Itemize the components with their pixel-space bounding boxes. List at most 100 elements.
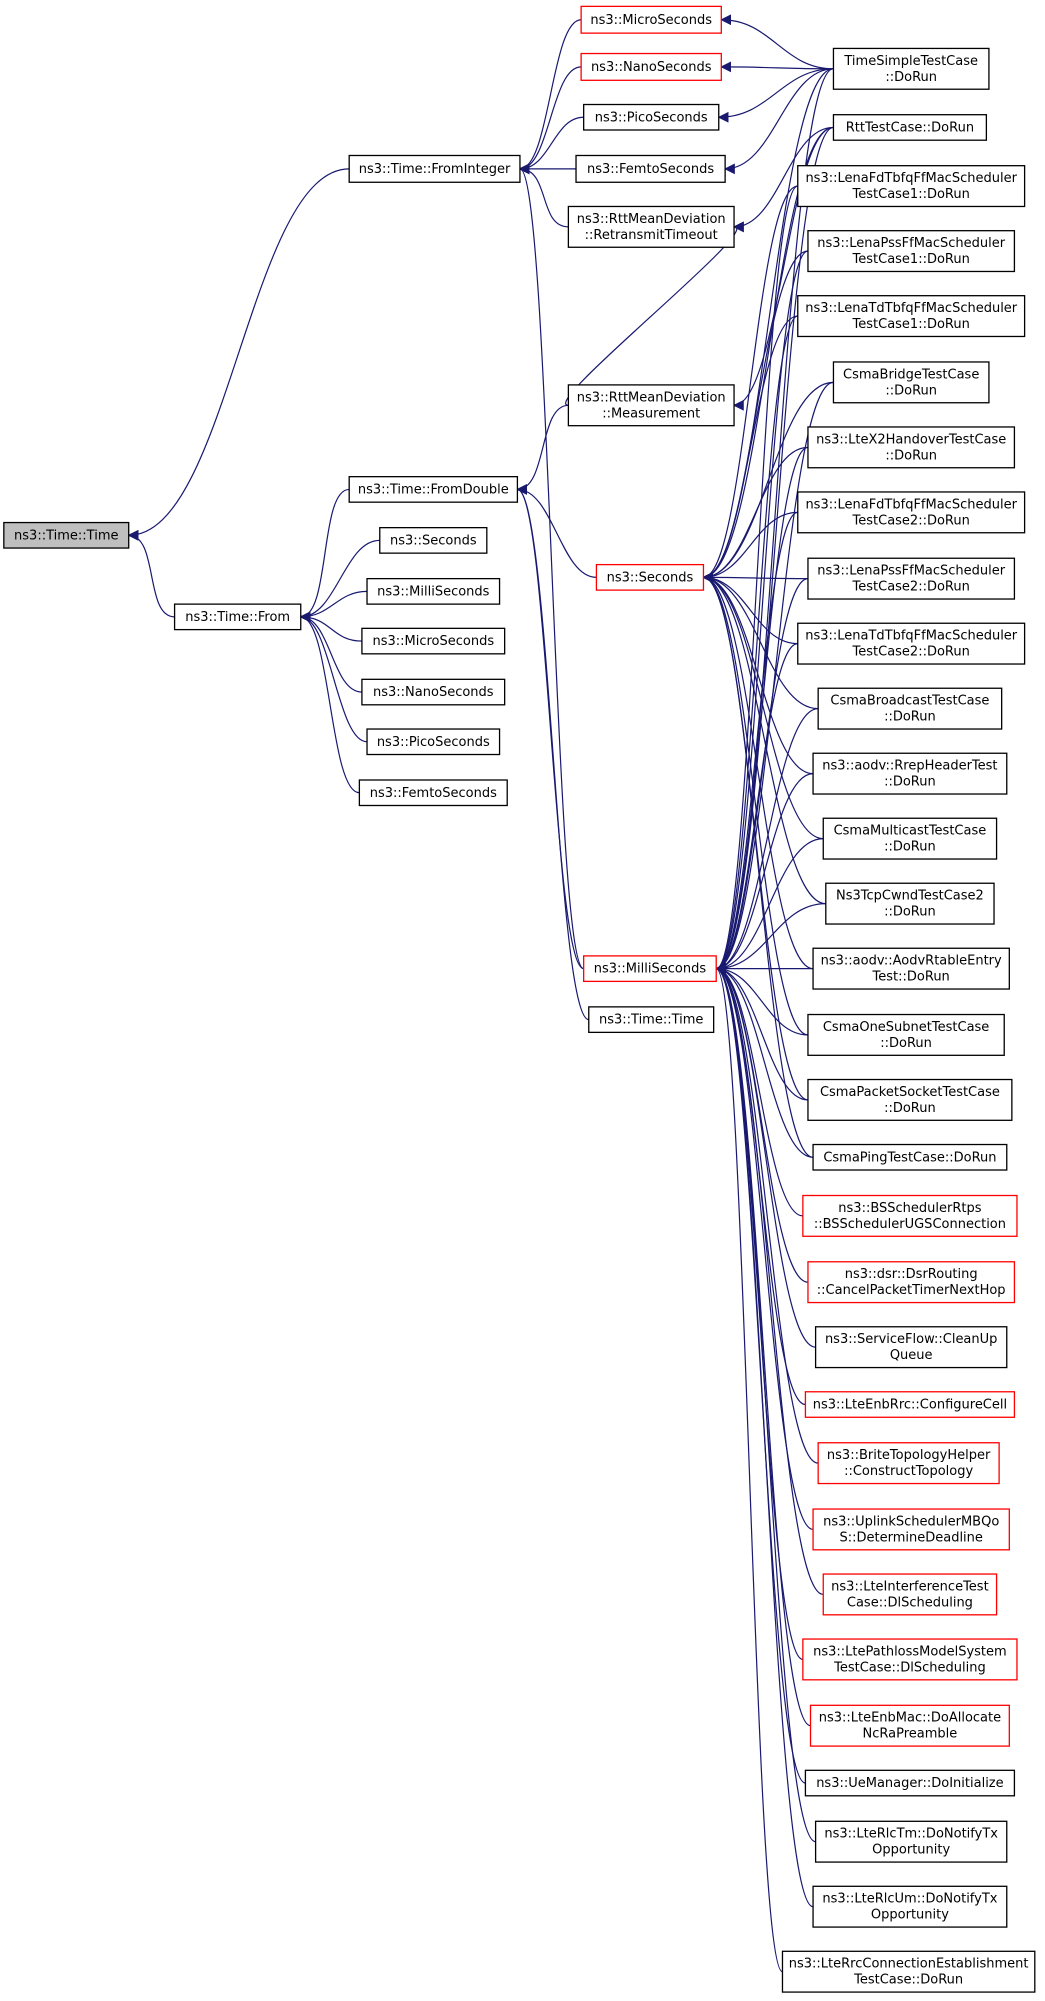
node-c3[interactable]: ns3::LenaFdTbfqFfMacSchedulerTestCase1::…	[797, 165, 1026, 208]
node-box[interactable]	[812, 947, 1010, 990]
node-c10[interactable]: ns3::LenaTdTbfqFfMacSchedulerTestCase2::…	[797, 622, 1026, 665]
node-c19[interactable]: ns3::BSSchedulerRtps::BSSchedulerUGSConn…	[802, 1194, 1018, 1237]
node-box[interactable]	[575, 154, 726, 183]
node-c23[interactable]: ns3::BriteTopologyHelper::ConstructTopol…	[817, 1442, 1000, 1485]
node-c9[interactable]: ns3::LenaPssFfMacSchedulerTestCase2::DoR…	[807, 557, 1016, 600]
node-milliseconds_r[interactable]: ns3::MilliSeconds	[583, 955, 717, 983]
node-box[interactable]	[797, 165, 1026, 208]
node-box[interactable]	[361, 627, 506, 655]
node-box[interactable]	[588, 1006, 715, 1034]
node-box[interactable]	[817, 1442, 1000, 1485]
node-box[interactable]	[817, 687, 1003, 730]
node-rtt_retransmit[interactable]: ns3::RttMeanDeviation::RetransmitTimeout	[567, 205, 735, 248]
node-box[interactable]	[807, 426, 1016, 469]
node-seconds_a[interactable]: ns3::Seconds	[379, 527, 488, 554]
node-c20[interactable]: ns3::dsr::DsrRouting::CancelPacketTimerN…	[807, 1261, 1016, 1304]
node-box[interactable]	[567, 384, 735, 427]
node-box[interactable]	[797, 295, 1026, 338]
node-box[interactable]	[583, 955, 717, 983]
node-microseconds_r[interactable]: ns3::MicroSeconds	[580, 5, 722, 34]
node-box[interactable]	[580, 5, 722, 34]
node-box[interactable]	[832, 114, 988, 141]
node-box[interactable]	[812, 1885, 1008, 1928]
node-box[interactable]	[3, 521, 130, 549]
node-c25[interactable]: ns3::LteInterferenceTestCase::DlScheduli…	[822, 1573, 998, 1616]
node-from[interactable]: ns3::Time::From	[173, 603, 302, 631]
node-box[interactable]	[804, 1391, 1016, 1418]
node-box[interactable]	[802, 1194, 1018, 1237]
node-c5[interactable]: ns3::LenaTdTbfqFfMacSchedulerTestCase1::…	[797, 295, 1026, 338]
node-box[interactable]	[804, 1769, 1016, 1797]
node-box[interactable]	[583, 103, 720, 131]
node-box[interactable]	[348, 476, 519, 503]
node-box[interactable]	[832, 47, 990, 90]
node-box[interactable]	[814, 1820, 1008, 1863]
node-picoseconds_b[interactable]: ns3::PicoSeconds	[583, 103, 720, 131]
node-box[interactable]	[361, 678, 506, 706]
node-c7[interactable]: ns3::LteX2HandoverTestCase::DoRun	[807, 426, 1016, 469]
node-c14[interactable]: Ns3TcpCwndTestCase2::DoRun	[825, 882, 995, 925]
node-c22[interactable]: ns3::LteEnbRrc::ConfigureCell	[804, 1391, 1016, 1418]
node-box[interactable]	[812, 1508, 1010, 1551]
node-box[interactable]	[809, 1704, 1010, 1747]
node-milliseconds_a[interactable]: ns3::MilliSeconds	[366, 577, 501, 605]
node-box[interactable]	[807, 1013, 1005, 1056]
node-c6[interactable]: CsmaBridgeTestCase::DoRun	[832, 361, 990, 404]
node-box[interactable]	[807, 557, 1016, 600]
node-nanoseconds_r[interactable]: ns3::NanoSeconds	[580, 52, 722, 81]
node-c12[interactable]: ns3::aodv::RrepHeaderTest::DoRun	[812, 752, 1008, 795]
node-box[interactable]	[567, 205, 735, 248]
node-box[interactable]	[797, 622, 1026, 665]
node-box[interactable]	[781, 1950, 1036, 1993]
node-c17[interactable]: CsmaPacketSocketTestCase::DoRun	[807, 1078, 1013, 1121]
node-femtoseconds_a[interactable]: ns3::FemtoSeconds	[358, 779, 508, 807]
node-box[interactable]	[379, 527, 488, 554]
node-box[interactable]	[822, 1573, 998, 1616]
node-box[interactable]	[812, 1143, 1008, 1171]
node-root[interactable]: ns3::Time::Time	[3, 521, 130, 549]
node-box[interactable]	[797, 491, 1026, 534]
node-microseconds_a[interactable]: ns3::MicroSeconds	[361, 627, 506, 655]
node-fromdouble[interactable]: ns3::Time::FromDouble	[348, 476, 519, 503]
node-c28[interactable]: ns3::UeManager::DoInitialize	[804, 1769, 1016, 1797]
node-nanoseconds_a[interactable]: ns3::NanoSeconds	[361, 678, 506, 706]
node-box[interactable]	[348, 154, 521, 183]
node-box[interactable]	[832, 361, 990, 404]
node-box[interactable]	[580, 52, 722, 81]
node-box[interactable]	[825, 882, 995, 925]
node-c4[interactable]: ns3::LenaPssFfMacSchedulerTestCase1::DoR…	[807, 230, 1016, 273]
node-box[interactable]	[807, 1261, 1016, 1304]
node-picoseconds_a[interactable]: ns3::PicoSeconds	[366, 728, 501, 756]
node-box[interactable]	[802, 1638, 1018, 1681]
node-box[interactable]	[807, 1078, 1013, 1121]
node-box[interactable]	[358, 779, 508, 807]
node-box[interactable]	[595, 563, 705, 591]
node-seconds_r[interactable]: ns3::Seconds	[595, 563, 705, 591]
node-c16[interactable]: CsmaOneSubnetTestCase::DoRun	[807, 1013, 1005, 1056]
node-box[interactable]	[814, 1326, 1008, 1369]
node-c31[interactable]: ns3::LteRrcConnectionEstablishmentTestCa…	[781, 1950, 1036, 1993]
node-rtt_measurement[interactable]: ns3::RttMeanDeviation::Measurement	[567, 384, 735, 427]
node-frominteger[interactable]: ns3::Time::FromInteger	[348, 154, 521, 183]
node-c26[interactable]: ns3::LtePathlossModelSystemTestCase::DlS…	[802, 1638, 1018, 1681]
node-time_time[interactable]: ns3::Time::Time	[588, 1006, 715, 1034]
node-c8[interactable]: ns3::LenaFdTbfqFfMacSchedulerTestCase2::…	[797, 491, 1026, 534]
node-femtoseconds_b[interactable]: ns3::FemtoSeconds	[575, 154, 726, 183]
node-c11[interactable]: CsmaBroadcastTestCase::DoRun	[817, 687, 1003, 730]
node-c13[interactable]: CsmaMulticastTestCase::DoRun	[822, 817, 998, 860]
node-box[interactable]	[173, 603, 302, 631]
node-c1[interactable]: TimeSimpleTestCase::DoRun	[832, 47, 990, 90]
node-box[interactable]	[812, 752, 1008, 795]
node-box[interactable]	[366, 577, 501, 605]
node-c2[interactable]: RttTestCase::DoRun	[832, 114, 988, 141]
node-c18[interactable]: CsmaPingTestCase::DoRun	[812, 1143, 1008, 1171]
node-c24[interactable]: ns3::UplinkSchedulerMBQoS::DetermineDead…	[812, 1508, 1010, 1551]
node-box[interactable]	[822, 817, 998, 860]
node-box[interactable]	[366, 728, 501, 756]
node-box[interactable]	[807, 230, 1016, 273]
